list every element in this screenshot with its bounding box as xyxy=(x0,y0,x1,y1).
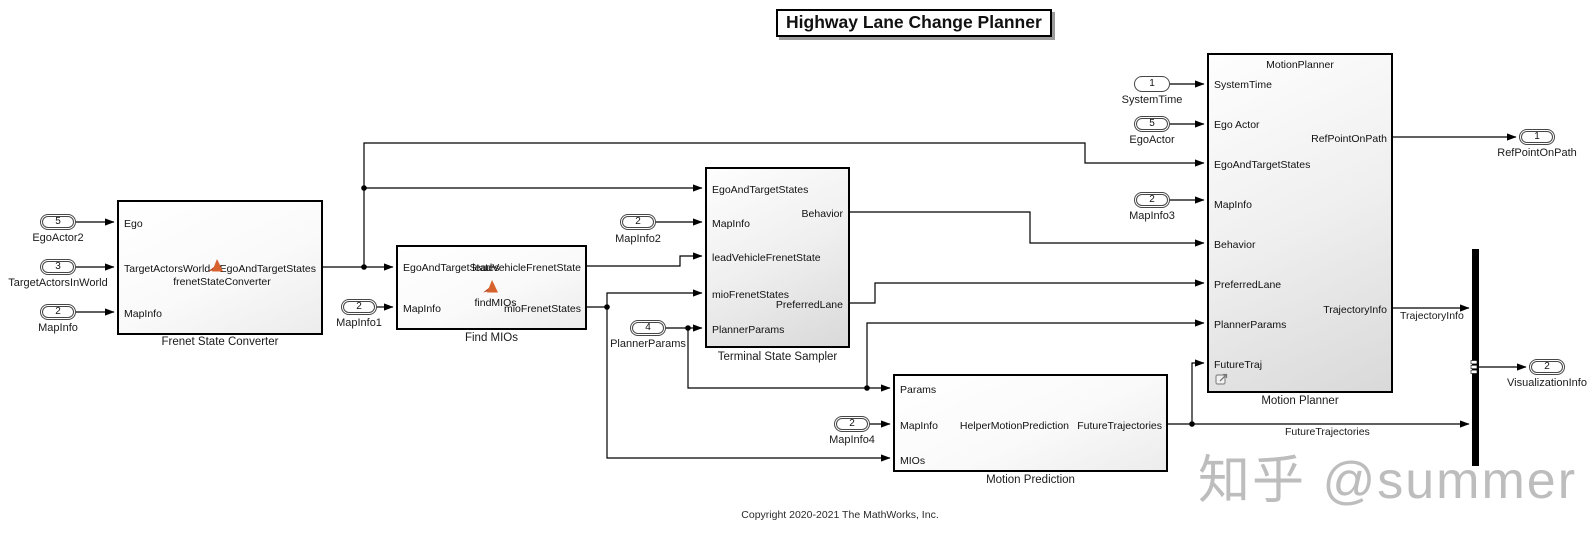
copyright-text: Copyright 2020-2021 The MathWorks, Inc. xyxy=(741,509,939,521)
inport-label-mapinfo: MapInfo xyxy=(38,322,78,334)
port-label-egoandtargetstates: EgoAndTargetStates xyxy=(1214,159,1311,171)
port-label-preferredlane: PreferredLane xyxy=(1214,279,1282,291)
inport-label-mapinfo2: MapInfo2 xyxy=(615,233,661,245)
block-name-frenet-state-converter: Frenet State Converter xyxy=(161,336,279,348)
port-label-egoactor: Ego Actor xyxy=(1214,119,1260,131)
block-motion-prediction[interactable]: Params MapInfo MIOs HelperMotionPredicti… xyxy=(893,374,1168,472)
inport-label-mapinfo4: MapInfo4 xyxy=(829,434,875,446)
branch-dot xyxy=(864,385,870,391)
port-label-systemtime: SystemTime xyxy=(1214,79,1272,91)
inport-label-mapinfo1: MapInfo1 xyxy=(336,317,382,329)
diagram-title: Highway Lane Change Planner xyxy=(776,9,1052,37)
port-label-plannerparams: PlannerParams xyxy=(1214,319,1287,331)
port-label-miofrenetstates: mioFrenetStates xyxy=(712,289,790,301)
port-label-mios: MIOs xyxy=(900,455,926,467)
port-label-egoandtargetstates: EgoAndTargetStates xyxy=(219,263,316,275)
inport-label-targetactorsinworld: TargetActorsInWorld xyxy=(8,277,108,289)
matlab-function-icon xyxy=(208,259,223,272)
block-center-text: HelperMotionPrediction xyxy=(959,420,1069,432)
block-motion-planner[interactable]: MotionPlanner SystemTime Ego Actor EgoAn… xyxy=(1207,53,1393,393)
wire-miofrenetstates-to-sampler[interactable] xyxy=(587,289,703,308)
block-terminal-state-sampler[interactable]: EgoAndTargetStates MapInfo leadVehicleFr… xyxy=(705,167,850,348)
matlab-function-icon xyxy=(483,280,498,293)
wire-egoandtargetstates-to-motionplanner[interactable] xyxy=(363,142,1205,267)
inport-systemtime[interactable]: 1 xyxy=(1134,76,1170,92)
port-label-targetactorsworld: TargetActorsWorld xyxy=(124,263,211,275)
wire-futuretraj-to-motionplanner[interactable] xyxy=(1191,359,1205,424)
port-label-trajectoryinfo: TrajectoryInfo xyxy=(1323,304,1387,316)
branch-dot xyxy=(1189,421,1195,427)
port-label-futuretraj: FutureTraj xyxy=(1214,359,1263,371)
model-reference-header: MotionPlanner xyxy=(1266,59,1334,71)
wire-leadvehicle-to-sampler[interactable] xyxy=(587,252,703,267)
inport-label-egoactor2: EgoActor2 xyxy=(32,232,84,244)
port-label-mapinfo: MapInfo xyxy=(900,420,938,432)
port-label-preferredlane: PreferredLane xyxy=(775,299,843,311)
outport-label-refpointonpath: RefPointOnPath xyxy=(1497,147,1577,159)
inport-plannerparams[interactable]: 4 xyxy=(630,320,666,336)
inport-mapinfo2[interactable]: 2 xyxy=(620,214,656,230)
branch-dot xyxy=(361,264,367,270)
block-name-find-mios: Find MIOs xyxy=(464,332,519,344)
port-label-behavior: Behavior xyxy=(801,208,843,220)
wire-preferredlane-to-motionplanner[interactable] xyxy=(850,279,1205,304)
port-label-leadvehiclefrenetstate: leadVehicleFrenetState xyxy=(712,252,821,264)
wire-behavior-to-motionplanner[interactable] xyxy=(850,211,1205,247)
port-label-mapinfo: MapInfo xyxy=(712,218,750,230)
wire-label-trajectoryinfo: TrajectoryInfo xyxy=(1400,310,1464,322)
outport-refpointonpath[interactable]: 1 xyxy=(1519,129,1555,145)
branch-dot xyxy=(361,185,367,191)
wire-label-futuretrajectories: FutureTrajectories xyxy=(1285,426,1370,438)
wire-plannerparams-to-motionplanner[interactable] xyxy=(866,319,1205,388)
port-label-egoandtargetstates: EgoAndTargetStates xyxy=(712,184,809,196)
port-label-ego: Ego xyxy=(124,218,143,230)
outport-visualizationinfo[interactable]: 2 xyxy=(1529,359,1565,375)
inport-label-plannerparams: PlannerParams xyxy=(610,338,686,350)
block-name-motion-planner: Motion Planner xyxy=(1261,395,1339,407)
port-label-egoandtargetstates: EgoAndTargetStates xyxy=(403,262,500,274)
port-label-params: Params xyxy=(900,384,937,396)
inport-mapinfo3[interactable]: 2 xyxy=(1134,192,1170,208)
inport-egoactor[interactable]: 5 xyxy=(1134,116,1170,132)
branch-dot xyxy=(604,304,610,310)
function-name-label: frenetStateConverter xyxy=(173,276,271,288)
bus-creator-pins-icon xyxy=(1470,360,1478,374)
port-label-mapinfo: MapInfo xyxy=(124,308,162,320)
port-label-behavior: Behavior xyxy=(1214,239,1256,251)
inport-egoactor2[interactable]: 5 xyxy=(40,214,76,230)
inport-label-systemtime: SystemTime xyxy=(1121,94,1183,106)
block-frenet-state-converter[interactable]: Ego TargetActorsWorld MapInfo EgoAndTarg… xyxy=(117,200,323,335)
outport-label-visualizationinfo: VisualizationInfo xyxy=(1507,377,1587,389)
port-label-plannerparams: PlannerParams xyxy=(712,324,785,336)
port-label-miofrenetstates: mioFrenetStates xyxy=(503,303,581,315)
port-label-mapinfo: MapInfo xyxy=(403,303,441,315)
inport-mapinfo[interactable]: 2 xyxy=(40,304,76,320)
block-find-mios[interactable]: EgoAndTargetStates MapInfo leadVehicleFr… xyxy=(396,245,587,330)
port-label-refpointonpath: RefPointOnPath xyxy=(1311,133,1387,145)
port-label-leadvehiclefrenetstate: leadVehicleFrenetState xyxy=(472,262,581,274)
wire-miofrenetstates-to-prediction[interactable] xyxy=(606,307,891,462)
inport-label-mapinfo3: MapInfo3 xyxy=(1129,210,1175,222)
inport-targetactorsinworld[interactable]: 3 xyxy=(40,259,76,275)
inport-mapinfo1[interactable]: 2 xyxy=(341,299,377,315)
bus-creator[interactable] xyxy=(1472,249,1479,466)
branch-dot xyxy=(685,325,691,331)
model-reference-badge-icon xyxy=(1215,373,1228,385)
port-label-futuretrajectories: FutureTrajectories xyxy=(1077,420,1162,432)
watermark: 知乎 @summer xyxy=(1198,452,1578,510)
function-name-label: findMIOs xyxy=(474,297,517,309)
wire-plannerparams-to-prediction[interactable] xyxy=(687,328,891,392)
inport-label-egoactor: EgoActor xyxy=(1129,134,1175,146)
inport-mapinfo4[interactable]: 2 xyxy=(834,416,870,432)
block-name-motion-prediction: Motion Prediction xyxy=(986,474,1075,486)
block-name-terminal-state-sampler: Terminal State Sampler xyxy=(717,351,838,363)
port-label-mapinfo: MapInfo xyxy=(1214,199,1252,211)
